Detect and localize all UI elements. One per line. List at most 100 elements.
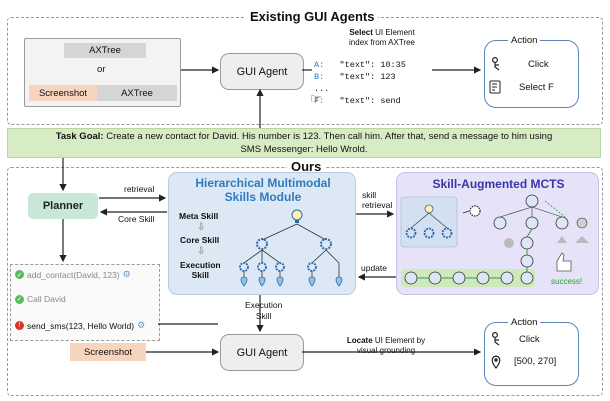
person-click-icon — [492, 332, 500, 346]
top-action-select: Select F — [519, 82, 554, 93]
mcts-box: Skill-Augmented MCTS — [396, 172, 599, 295]
locate-rest: UI Element by — [372, 336, 426, 345]
execution-skill-label: Execution Skill — [180, 260, 221, 280]
top-action-title: Action — [508, 35, 541, 46]
bottom-action-title: Action — [508, 317, 541, 328]
code-key: ... — [314, 84, 330, 94]
down-arrow-1: ⇩ — [197, 222, 206, 233]
person-click-icon — [492, 57, 500, 71]
skills-title: Hierarchical Multimodal Skills Module — [169, 176, 357, 204]
skills-title-2: Skills Module — [224, 190, 302, 204]
code-key: B: — [314, 72, 325, 82]
execution-1: Execution — [180, 260, 221, 270]
code-val: "text": 10:35 — [339, 60, 406, 70]
robot-icon — [469, 205, 481, 217]
retrieval-label: retrieval — [124, 184, 155, 194]
select-bold: Select — [349, 28, 373, 37]
update-label: update — [361, 263, 387, 273]
exec-skill-2: Skill — [255, 311, 272, 321]
down-arrow-2: ⇩ — [197, 246, 206, 257]
plan-item-text: add_contact(David, 123) — [27, 269, 120, 280]
alert-icon: ! — [15, 321, 24, 330]
core-skill-label: Core Skill — [118, 214, 155, 224]
bottom-action-box — [484, 322, 579, 386]
existing-agents-title: Existing GUI Agents — [246, 9, 379, 24]
location-icon — [308, 276, 316, 287]
axtree-chip: AXTree — [64, 43, 146, 58]
gear-icon: ⚙ — [122, 269, 131, 279]
lightbulb-icon — [291, 209, 303, 223]
code-key: A: — [314, 60, 325, 70]
locate-line2: visual grounding — [356, 346, 416, 355]
code-list: A: "text": 10:35 B: "text": 123 ... F: "… — [314, 59, 406, 107]
locate-bold: Locate — [346, 336, 373, 345]
plan-item-text: Call David — [27, 294, 66, 304]
code-key: F: — [314, 96, 325, 106]
meta-skill-label: Meta Skill — [179, 211, 219, 221]
plan-item: ! send_sms(123, Hello World) ⚙ — [15, 320, 145, 331]
screenshot-chip: Screenshot — [29, 85, 97, 101]
location-icon — [258, 276, 266, 287]
mcts-title: Skill-Augmented MCTS — [432, 177, 565, 191]
bottom-action-click: Click — [519, 334, 540, 345]
skills-module: Hierarchical Multimodal Skills Module Me… — [168, 172, 356, 295]
success-label: success! — [551, 277, 583, 286]
skills-title-1: Hierarchical Multimodal — [195, 176, 331, 190]
skill-retrieval-1: skill — [362, 190, 377, 200]
location-icon — [335, 276, 343, 287]
plan-item: ✓ add_contact(David, 123) ⚙ — [15, 269, 131, 280]
plan-item: ✓ Call David — [15, 294, 66, 304]
bottom-action-coords: [500, 270] — [514, 356, 557, 367]
mcts-tree — [400, 194, 589, 287]
location-icon — [491, 355, 501, 369]
top-gui-agent: GUI Agent — [220, 53, 304, 90]
code-val: "text": 123 — [339, 72, 396, 82]
bottom-gui-agent: GUI Agent — [220, 334, 304, 371]
execution-2: Skill — [191, 270, 210, 280]
code-row: F: "text": send — [314, 95, 406, 107]
select-caption: Select UI Element index from AXTree — [341, 28, 423, 48]
select-line2: index from AXTree — [349, 38, 415, 47]
location-icon — [276, 276, 284, 287]
select-rest: UI Element — [372, 28, 415, 37]
code-val: "text": send — [339, 96, 401, 106]
task-goal-text-2: SMS Messenger: Hello Wrold. — [240, 144, 368, 155]
input-options-box: AXTree or Screenshot AXTree — [24, 38, 181, 107]
gear-icon — [320, 238, 332, 250]
exec-skill-1: Execution — [245, 300, 283, 310]
location-icon — [240, 276, 248, 287]
pointing-hand-icon: ☞ — [310, 91, 322, 106]
code-row: ... — [314, 83, 406, 95]
plan-list: ✓ add_contact(David, 123) ⚙ ✓ Call David… — [10, 264, 160, 341]
skill-retrieval-2: retrieval — [362, 200, 393, 210]
core-skill-level-label: Core Skill — [180, 235, 220, 245]
gear-icon — [405, 227, 417, 239]
screenshot-input: Screenshot — [70, 343, 146, 361]
task-goal-text: Create a new contact for David. His numb… — [103, 131, 553, 142]
skill-retrieval-label: skill retrieval — [362, 190, 392, 210]
task-goal-bar: Task Goal: Create a new contact for Davi… — [7, 128, 601, 158]
check-icon: ✓ — [15, 294, 24, 304]
exec-skill-label: Execution Skill — [245, 300, 282, 322]
top-action-click: Click — [528, 59, 549, 70]
gear-icon: ⚙ — [137, 320, 146, 330]
task-goal-label: Task Goal: — [55, 131, 104, 142]
top-action-box — [484, 40, 579, 108]
gear-icon — [423, 227, 435, 239]
code-row: A: "text": 10:35 — [314, 59, 406, 71]
check-icon: ✓ — [15, 270, 24, 279]
planner-box: Planner — [28, 193, 98, 219]
plan-item-text: send_sms(123, Hello World) — [27, 320, 135, 331]
select-icon — [489, 80, 501, 94]
or-label: or — [97, 64, 106, 75]
code-row: B: "text": 123 — [314, 71, 406, 83]
skills-tree — [239, 209, 343, 287]
gear-icon — [441, 227, 453, 239]
axtree-chip-2: AXTree — [97, 85, 177, 101]
locate-caption: Locate UI Element by visual grounding — [338, 336, 434, 356]
ours-title: Ours — [287, 159, 326, 174]
thumbs-up-icon — [556, 252, 572, 272]
gear-icon — [256, 238, 268, 250]
